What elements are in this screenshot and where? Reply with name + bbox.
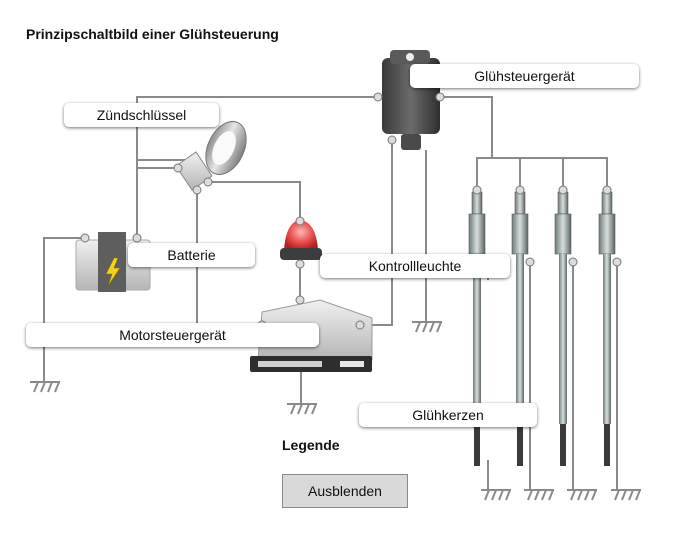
ground-symbol-plug-4 — [611, 489, 641, 501]
connector-node — [295, 259, 305, 269]
connector-node — [602, 185, 612, 195]
connector-node — [472, 185, 482, 195]
ground-symbol-battery — [30, 381, 60, 393]
warning-lamp — [280, 216, 322, 269]
glow-plug-3 — [554, 185, 578, 466]
label-kontrollleuchte: Kontrollleuchte — [320, 254, 510, 278]
connector-node — [387, 135, 397, 145]
glow-plugs — [468, 185, 622, 466]
glow-plug-4 — [598, 185, 622, 466]
connector-node — [373, 92, 383, 102]
ground-symbol-plug-3 — [567, 489, 597, 501]
glow-plug-1 — [468, 185, 493, 466]
label-gluehsteuergeraet: Glühsteuergerät — [410, 64, 639, 88]
ignition-switch — [173, 121, 247, 195]
connector-node — [132, 233, 142, 243]
ground-symbols — [30, 321, 641, 501]
ground-symbol-plug-2 — [524, 489, 554, 501]
connector-node — [525, 257, 535, 267]
label-batterie: Batterie — [128, 243, 255, 267]
legend-title: Legende — [282, 437, 340, 453]
label-gluehkerzen: Glühkerzen — [359, 403, 537, 427]
connector-node — [568, 257, 578, 267]
connector-node — [295, 216, 305, 226]
wiring — [43, 96, 618, 490]
connector-node — [203, 177, 213, 187]
ground-symbol-glow-unit — [412, 321, 442, 333]
lightning-bolt-icon — [105, 257, 121, 287]
ground-symbol-plug-1 — [481, 489, 511, 501]
connector-node — [515, 185, 525, 195]
connector-node — [355, 320, 365, 330]
ground-symbol-ecu — [287, 403, 317, 415]
connector-node — [192, 185, 202, 195]
connector-node — [558, 185, 568, 195]
glow-plug-2 — [511, 185, 535, 466]
connector-node — [173, 163, 183, 173]
label-zuendschluessel: Zündschlüssel — [64, 103, 219, 127]
connector-node — [612, 257, 622, 267]
diagram-title: Prinzipschaltbild einer Glühsteuerung — [26, 26, 279, 42]
connector-node — [80, 233, 90, 243]
connector-node — [295, 295, 305, 305]
label-motorsteuergeraet: Motorsteuergerät — [26, 323, 319, 347]
hide-legend-button[interactable]: Ausblenden — [282, 474, 408, 508]
connector-node — [435, 92, 445, 102]
